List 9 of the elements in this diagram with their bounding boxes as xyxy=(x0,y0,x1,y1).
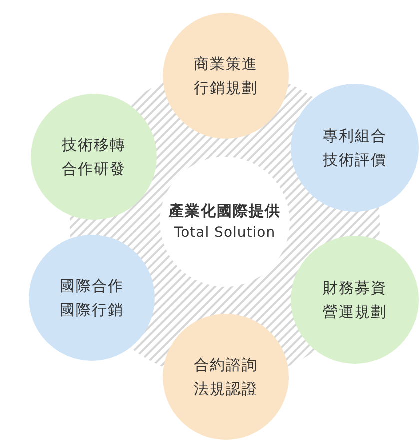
topic-label: 專利組合技術評價 xyxy=(322,126,388,171)
topic-label: 國際合作國際行銷 xyxy=(59,276,125,321)
topic-label: 技術移轉合作研發 xyxy=(61,135,127,180)
center-title: 產業化國際提供 xyxy=(169,201,281,222)
topic-label: 商業策進行銷規劃 xyxy=(193,54,259,99)
center-subtitle: Total Solution xyxy=(174,224,276,243)
topic-circle xyxy=(163,13,289,139)
topic-label: 財務募資營運規劃 xyxy=(322,278,388,323)
topic-label: 合約諮詢法規認證 xyxy=(193,355,259,400)
